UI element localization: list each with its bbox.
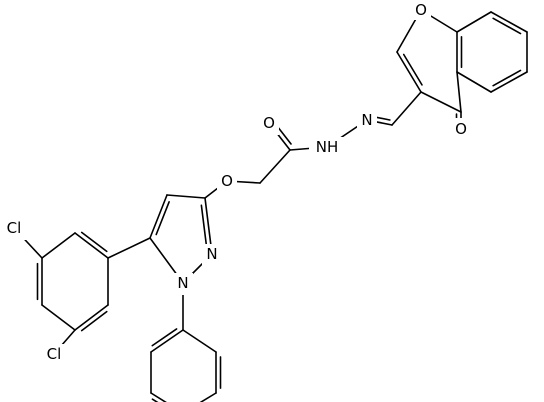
- bond-CA5-CA6-double: [80, 310, 108, 332]
- bond-P1-P2: [150, 329, 184, 353]
- bond-C3-C2: [396, 51, 422, 93]
- atom-n2-pyrazole: N: [206, 245, 217, 263]
- atom-n-hydrazone: N: [361, 111, 372, 129]
- bond-C5-C4a: [456, 71, 492, 93]
- atom-cl-bottom: Cl: [47, 345, 62, 363]
- bond-C8a-C8: [456, 11, 492, 33]
- bond-layer: [13, 9, 528, 402]
- bond-P6-P1: [182, 329, 217, 353]
- bond-C4a-C4: [456, 71, 462, 113]
- atom-n1-pyrazole: N: [177, 274, 188, 292]
- bond-CA1-CA2-double: [80, 231, 108, 253]
- bond-C3-CH: [391, 91, 422, 126]
- bond-CA1-CA2: [74, 232, 109, 259]
- atom-o-chromone-carbonyl: O: [455, 120, 467, 138]
- bond-C6-C5: [490, 71, 528, 93]
- bond-C3p-N2-double: [200, 204, 208, 249]
- bond-Cam-CH2: [259, 149, 291, 184]
- bond-P1-P2-double: [151, 328, 178, 347]
- bond-C6-C5-double: [492, 69, 522, 87]
- bond-C5p-CA1: [107, 237, 151, 259]
- bond-P4-P5: [199, 392, 217, 402]
- bond-C8-C7: [490, 11, 528, 33]
- atom-cl-top: Cl: [7, 219, 22, 237]
- bond-C4p-C3p: [166, 194, 206, 199]
- bond-C5p-C4p-double: [155, 201, 170, 236]
- bond-P3-P4: [150, 392, 167, 402]
- bond-C4-C3: [420, 91, 462, 113]
- atom-o-ether: O: [221, 172, 233, 190]
- bond-CA4-CA5: [41, 304, 76, 331]
- bond-C8-C7-double: [492, 17, 522, 35]
- atom-o-amide: O: [263, 114, 275, 132]
- bond-CA2-CA3: [41, 232, 76, 259]
- bond-CA5-CA6: [74, 304, 109, 331]
- bond-C5p-C4p: [149, 194, 168, 239]
- atom-nh: NH: [316, 138, 339, 156]
- bond-C3-C2-double: [402, 53, 423, 86]
- atom-label-layer: O O O NH N O N N Cl Cl: [1, 0, 471, 366]
- atom-o-ring: O: [415, 1, 427, 19]
